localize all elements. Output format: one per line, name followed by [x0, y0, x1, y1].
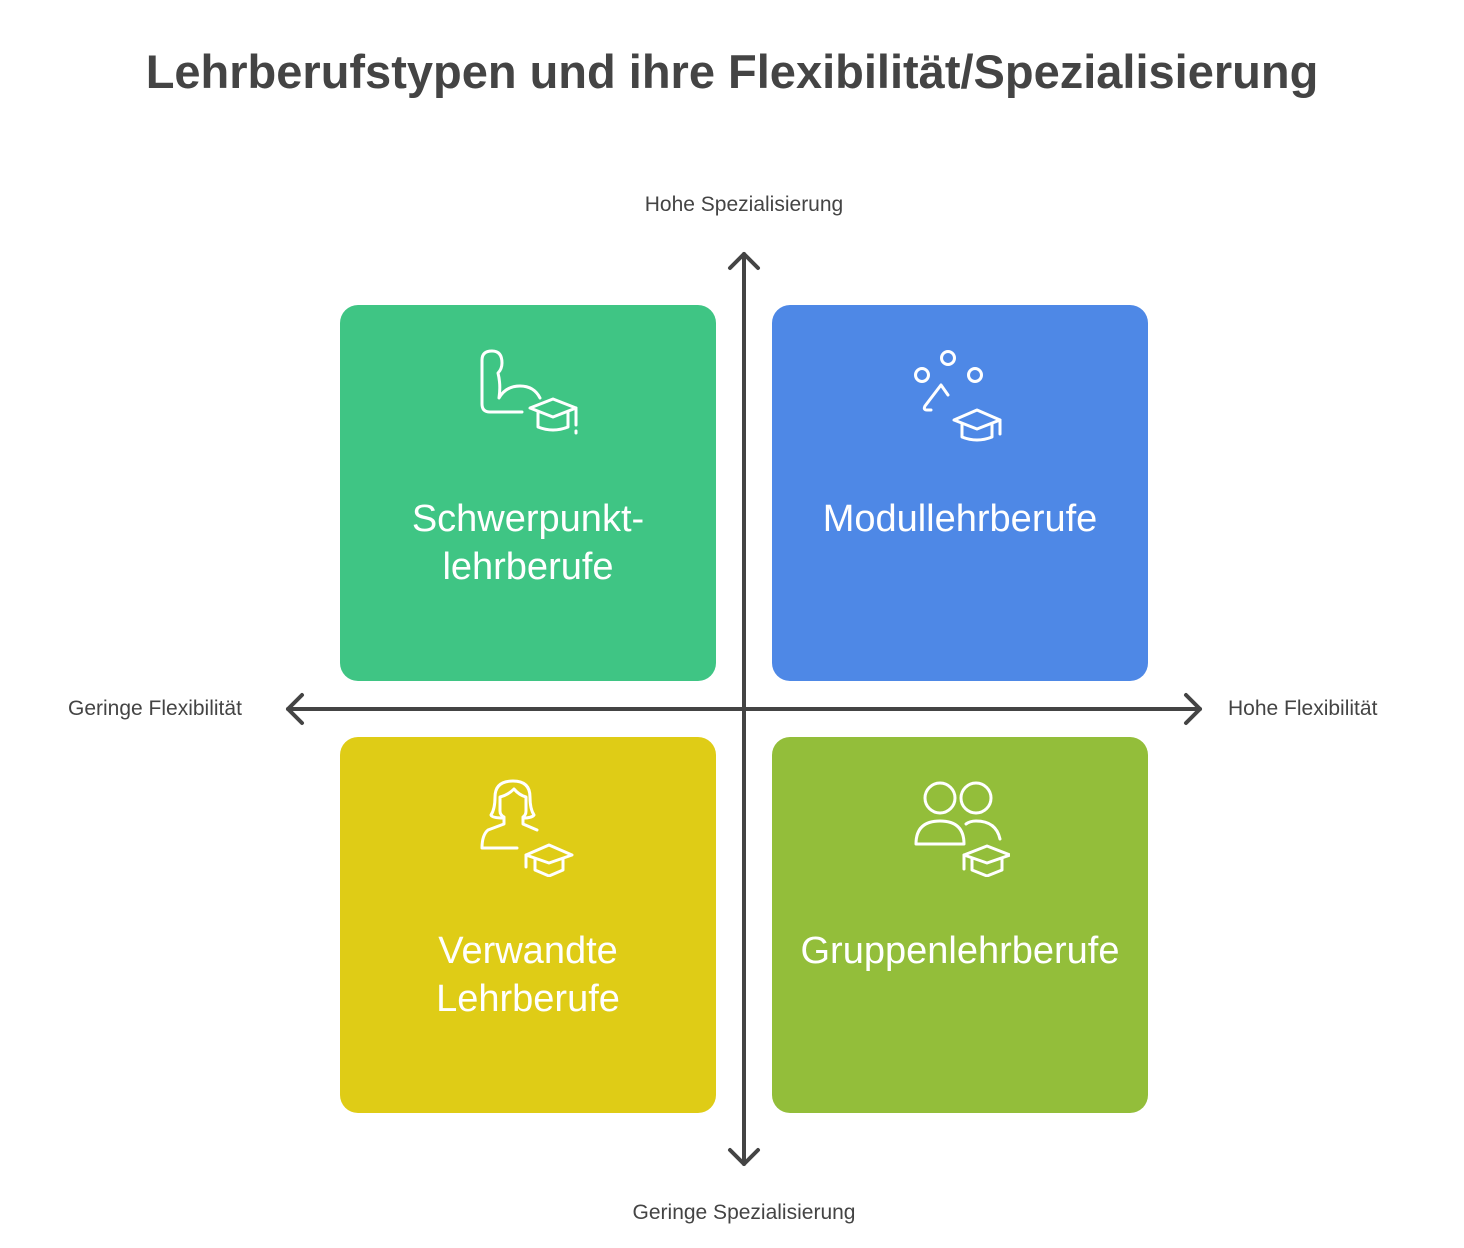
- diagram-title: Lehrberufstypen und ihre Flexibilität/Sp…: [145, 45, 1319, 98]
- juggling-person-graduation-cap-icon: [914, 350, 1002, 442]
- arrow-left-icon: [286, 693, 304, 725]
- woman-graduation-cap-icon: [480, 779, 574, 877]
- arrow-down-icon: [728, 1148, 760, 1166]
- quadrant-modullehrberufe: Modullehrberufe: [772, 305, 1148, 681]
- quadrant-schwerpunktlehrberufe: Schwerpunkt- lehrberufe: [340, 305, 716, 681]
- group-graduation-cap-icon: [914, 781, 1010, 877]
- quadrant-gruppenlehrberufe: Gruppenlehrberufe: [772, 737, 1148, 1113]
- flexed-arm-graduation-cap-icon: [480, 349, 578, 435]
- quadrant-verwandte-lehrberufe: Verwandte Lehrberufe: [340, 737, 716, 1113]
- axis-label-left: Geringe Flexibilität: [68, 697, 242, 720]
- quadrant-label: Modullehrberufe: [822, 498, 1098, 540]
- arrow-right-icon: [1184, 693, 1202, 725]
- quadrant-label: Gruppenlehrberufe: [800, 930, 1120, 972]
- axis-label-right: Hohe Flexibilität: [1228, 697, 1378, 720]
- quadrant-label: Schwerpunkt- lehrberufe: [411, 498, 645, 588]
- arrow-up-icon: [728, 252, 760, 270]
- axis-label-bottom: Geringe Spezialisierung: [632, 1201, 856, 1224]
- axis-label-top: Hohe Spezialisierung: [644, 193, 844, 216]
- quadrant-label: Verwandte Lehrberufe: [436, 930, 620, 1020]
